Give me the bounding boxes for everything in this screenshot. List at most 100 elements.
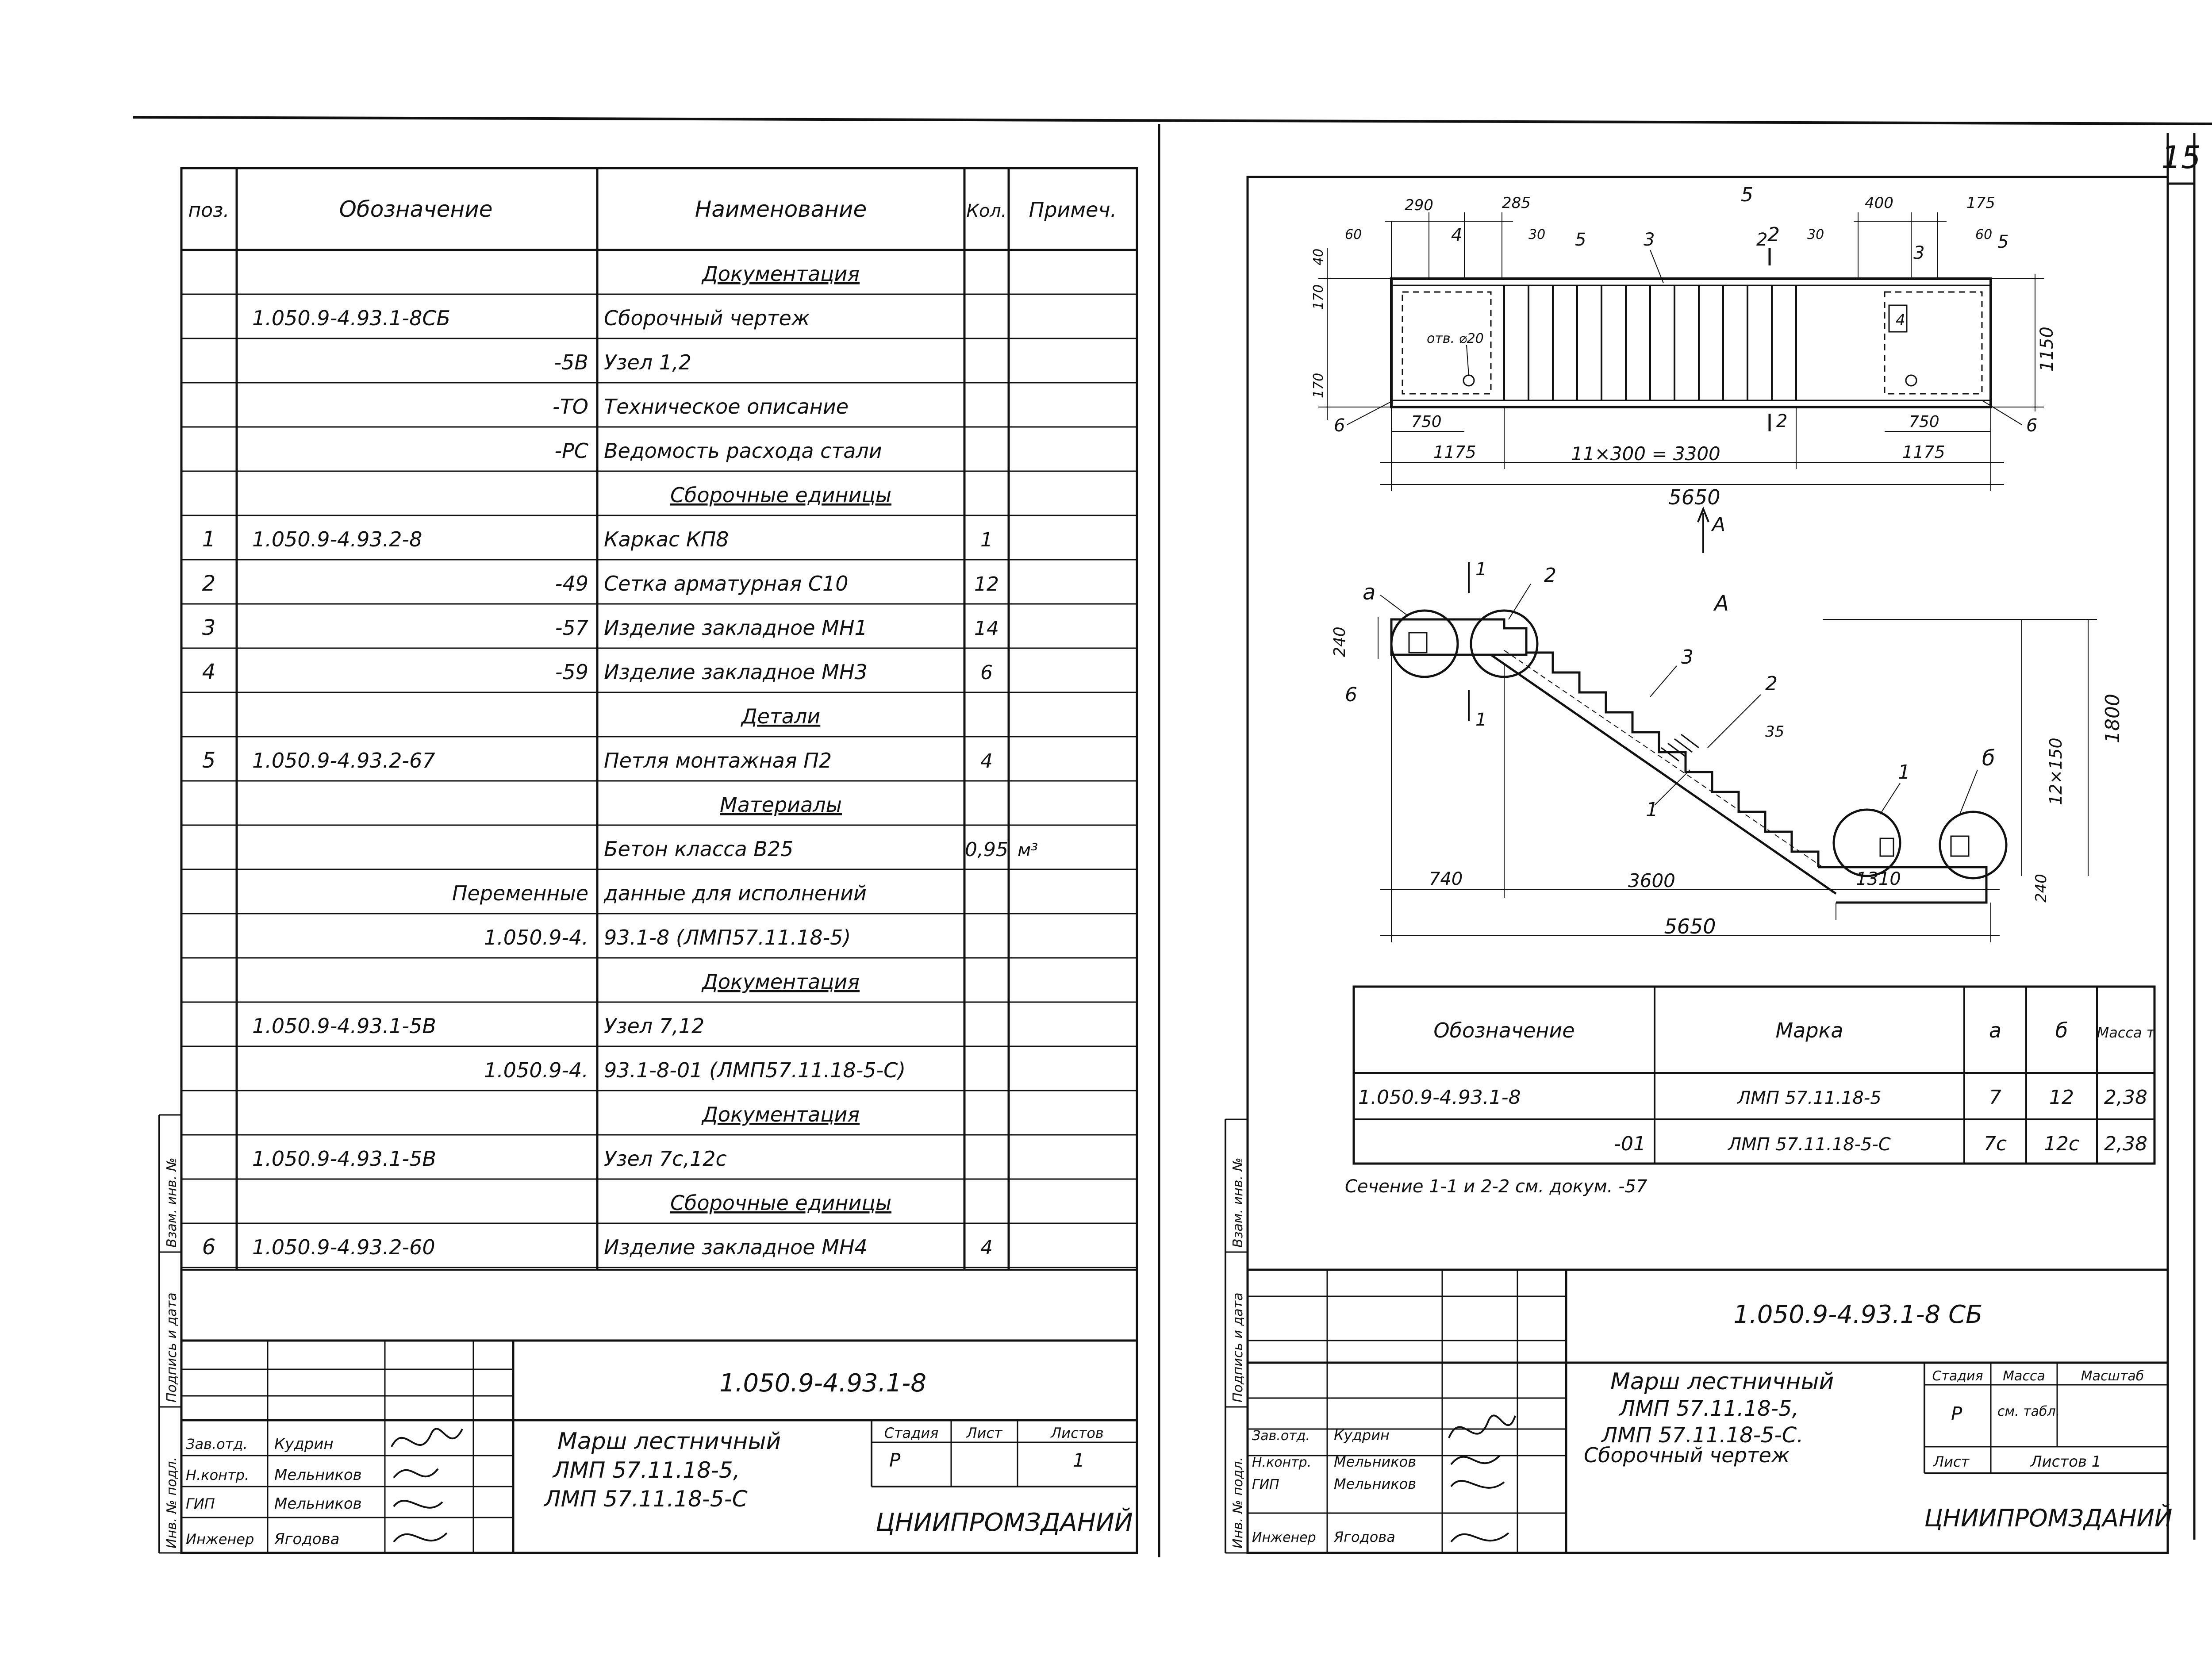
left-stamp-title-3: ЛМП 57.11.18-5-С: [543, 1486, 748, 1512]
spec-cell-designation: Переменные: [452, 881, 588, 905]
variants-cell: 12: [2049, 1086, 2074, 1109]
plan-dim-bottom-inner-2: 750: [1909, 413, 1939, 431]
plan-callout-4: 4: [1451, 225, 1462, 246]
plan-hole-label: отв. ⌀20: [1427, 331, 1484, 346]
plan-view-arrow-label: А: [1711, 513, 1725, 536]
plan-dim-small-2: 30: [1528, 227, 1545, 242]
spec-cell-name: Узел 7,12: [604, 1014, 704, 1038]
plan-callout-6-left: 6: [1334, 415, 1345, 436]
plan-dim-top-1: 290: [1405, 196, 1433, 214]
spec-cell-name: данные для исполнений: [603, 881, 867, 905]
right-stamp-name-3: Мельников: [1334, 1475, 1416, 1492]
right-title-block: 1.050.9-4.93.1-8 СБ Зав.отд. Н.контр. ГИ…: [1248, 1268, 2172, 1553]
plan-dim-total: 5650: [1668, 485, 1720, 509]
plan-dim-top-3: 400: [1865, 194, 1893, 212]
right-side-label-2: Подпись и дата: [1230, 1293, 1246, 1403]
right-stamp-name-4: Ягодова: [1333, 1529, 1395, 1545]
spec-cell-designation: -ТО: [553, 395, 588, 419]
spec-cell-designation: -57: [555, 616, 588, 640]
variants-cell: 12с: [2044, 1133, 2079, 1155]
spec-cell-pos: 4: [202, 660, 216, 684]
signature-mark: [391, 1428, 463, 1543]
spec-cell-qty: 6: [980, 661, 993, 684]
plan-dim-bottom-1: 1175: [1433, 442, 1476, 462]
variants-header-cell: Масса т: [2097, 1024, 2155, 1041]
left-title-block: 1.050.9-4.93.1-8 Зав.отд. Н.контр. ГИП И…: [181, 1339, 1137, 1553]
spec-cell-name: Материалы: [720, 793, 842, 817]
variants-header-cell: Марка: [1775, 1018, 1843, 1042]
right-stamp-title-1: Марш лестничный: [1610, 1368, 1834, 1395]
variants-header-cell: б: [2055, 1018, 2068, 1042]
right-stamp-name-2: Мельников: [1334, 1453, 1416, 1470]
right-stamp-mass-label: Масса: [2003, 1368, 2045, 1384]
right-side-label-1: Инв. № подл.: [1230, 1457, 1246, 1548]
node-b-circle: [1939, 811, 2008, 880]
plan-callout-2: 2: [1767, 223, 1780, 246]
plan-callout-5-left: 5: [1575, 230, 1586, 250]
side-dim-risers: 12×150: [2046, 738, 2066, 805]
left-stamp-role-1: Зав.отд.: [186, 1436, 248, 1452]
spec-cell-designation: 1.050.9-4.93.1-5В: [252, 1147, 436, 1171]
spec-cell-designation: -59: [555, 660, 588, 684]
right-side-label-3: Взам. инв. №: [1230, 1157, 1246, 1248]
variants-header-cell: Обозначение: [1433, 1018, 1575, 1042]
page-number: 15: [2161, 139, 2200, 176]
right-stamp-role-2: Н.контр.: [1252, 1455, 1311, 1470]
variants-note: Сечение 1-1 и 2-2 см. докум. -57: [1345, 1176, 1647, 1197]
variants-cell: ЛМП 57.11.18-5: [1736, 1088, 1881, 1108]
side-dim-total: 5650: [1664, 914, 1716, 938]
variants-cell: 7с: [1984, 1133, 2007, 1155]
side-dim-bottom-1: 740: [1429, 869, 1463, 889]
right-stamp-code: 1.050.9-4.93.1-8 СБ: [1733, 1300, 1982, 1329]
spec-cell-pos: 6: [202, 1235, 216, 1260]
right-stamp-stage: Р: [1951, 1403, 1962, 1425]
variants-cell: -01: [1614, 1133, 1646, 1155]
side-dim-bottom-3: 1310: [1856, 869, 1901, 889]
spec-cell-name: 93.1-8-01 (ЛМП57.11.18-5-С): [604, 1058, 906, 1082]
variants-cell: ЛМП 57.11.18-5-С: [1727, 1134, 1891, 1155]
spec-header-designation: Обозначение: [339, 196, 493, 222]
spec-cell-designation: 1.050.9-4.93.1-8СБ: [252, 306, 450, 330]
left-sheet: поз. Обозначение Наименование Кол. Приме…: [158, 167, 1138, 1554]
left-stamp-sheets-label: Листов: [1050, 1425, 1104, 1441]
right-stamp-mass: см. табл.: [1997, 1404, 2060, 1419]
plan-callout-3-left: 3: [1644, 230, 1655, 250]
side-node-b: б: [1982, 746, 1995, 771]
left-stamp-title-1: Марш лестничный: [557, 1428, 781, 1455]
spec-cell-name: Узел 7с,12с: [604, 1147, 727, 1171]
plan-section-mark-bottom: 2: [1776, 411, 1787, 431]
spec-cell-designation: -РС: [555, 439, 588, 463]
plan-callout-3-right: 3: [1913, 243, 1924, 263]
spec-cell-pos: 5: [202, 748, 216, 773]
spec-cell-name: Сборочные единицы: [670, 1191, 891, 1215]
spec-cell-name: Изделие закладное МН4: [604, 1235, 868, 1259]
spec-cell-name: Документация: [701, 970, 860, 994]
spec-cell-name: Сборочный чертеж: [604, 306, 810, 330]
spec-cell-name: Документация: [701, 262, 860, 286]
plan-dim-bottom-3: 1175: [1902, 442, 1945, 462]
right-stamp-title-3: ЛМП 57.11.18-5-С.: [1601, 1423, 1804, 1448]
spec-cell-qty: 0,95: [965, 838, 1008, 861]
right-stamp-scale-label: Масштаб: [2081, 1368, 2144, 1384]
variants-cell: 2,38: [2104, 1133, 2147, 1155]
side-view: А а б 6 2 3 2: [1331, 559, 2124, 942]
spec-cell-name: Петля монтажная П2: [604, 749, 832, 772]
spec-cell-name: Документация: [701, 1103, 860, 1126]
right-stamp-role-1: Зав.отд.: [1252, 1428, 1310, 1444]
side-node-a: а: [1363, 580, 1375, 605]
plan-dim-top-4: 175: [1966, 194, 1995, 212]
spec-cell-qty: 4: [980, 1237, 993, 1259]
side-dim-height: 1800: [2101, 694, 2124, 743]
spec-header-note: Примеч.: [1029, 198, 1117, 222]
plan-dim-left-1: 170: [1311, 284, 1326, 310]
right-stamp-sheets-label: Листов 1: [2030, 1453, 2101, 1471]
spec-cell-pos: 1: [202, 527, 216, 552]
left-stamp-stage: Р: [889, 1449, 901, 1471]
right-stamp-stage-label: Стадия: [1932, 1368, 1983, 1384]
right-stamp-role-4: Инженер: [1252, 1530, 1316, 1545]
left-stamp-stage-label: Стадия: [884, 1425, 939, 1441]
right-stamp-title-2: ЛМП 57.11.18-5,: [1618, 1396, 1799, 1421]
spec-header-qty: Кол.: [966, 201, 1006, 221]
